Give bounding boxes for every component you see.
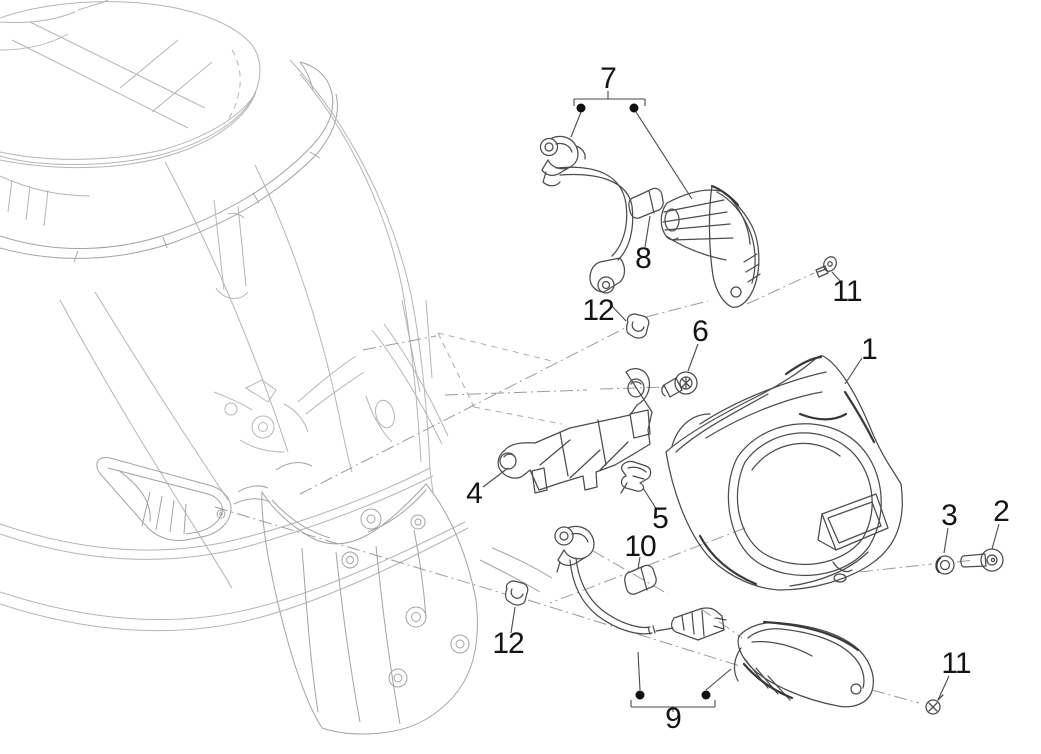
lower-turn-signal-lamp — [733, 620, 874, 708]
tail-light-housing — [665, 355, 903, 591]
rear-fender — [233, 462, 553, 735]
screw-6 — [661, 371, 698, 398]
assembly-axis-lines — [214, 272, 975, 704]
lower-bulb — [624, 564, 657, 595]
turn-signal-pocket — [96, 457, 232, 541]
screw-11-upper — [815, 256, 837, 278]
support-bracket — [497, 368, 653, 494]
clip-nut-12-lower — [505, 580, 529, 606]
clip-nut-12-upper — [626, 313, 650, 339]
lower-bulb-holder-harness — [554, 525, 727, 641]
scooter-body-wireframe — [0, 0, 563, 735]
upper-bulb — [628, 187, 664, 219]
screw-2 — [960, 548, 1004, 572]
screw-11-lower — [925, 694, 944, 715]
grab-rail — [0, 61, 338, 263]
callout-leader-lines — [482, 91, 1000, 712]
upper-bulb-holder-harness — [539, 135, 634, 294]
cable-clip-5 — [620, 460, 652, 494]
washer-3 — [935, 555, 955, 575]
frame-mount — [213, 355, 365, 453]
upper-turn-signal-lamp — [660, 184, 761, 308]
